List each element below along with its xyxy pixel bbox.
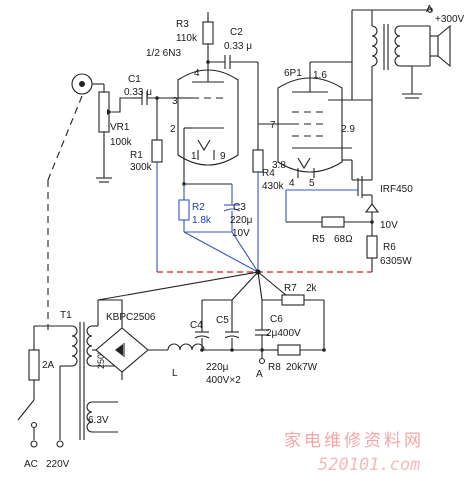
- v2-pin-screen: 1.6: [313, 70, 327, 81]
- r3-ref: R3: [176, 19, 189, 30]
- kbpc-bridge-rectifier: [92, 299, 168, 380]
- c6-ref: C6: [270, 314, 283, 325]
- c3-voltage: 10V: [232, 228, 250, 239]
- vr1-value: 100k: [110, 137, 133, 148]
- node-a-bottom: A: [256, 369, 263, 380]
- t1-primary-voltage: 250V: [96, 348, 106, 369]
- r8-value: 20k7W: [286, 362, 318, 373]
- v1-ref: 1/2 6N3: [146, 48, 181, 59]
- r2-value: 1.8k: [192, 215, 212, 226]
- zener-diode: [364, 203, 380, 236]
- v2-pin-cathode: 3.8: [272, 160, 286, 171]
- c4-c5-filter-caps: [194, 299, 240, 352]
- v1-pin-heater-a: 1: [191, 151, 197, 162]
- bridge-ref: KBPC2506: [106, 312, 156, 323]
- choke-ref: L: [172, 368, 178, 379]
- c3-value: 220μ: [230, 215, 253, 226]
- v1-pin-cathode: 2: [170, 124, 176, 135]
- choke-inductor: [167, 343, 260, 351]
- fuse-value: 2A: [42, 360, 55, 371]
- mains-ac-label: AC: [24, 459, 38, 470]
- r3-resistor: [202, 12, 214, 72]
- v2-pin-heater-b: 5: [309, 178, 315, 189]
- r4-ref: R4: [262, 168, 275, 179]
- r5-value: 68Ω: [334, 234, 353, 245]
- hv-supply-label: +300V: [435, 14, 465, 25]
- v2-pin-grid: 7: [270, 120, 276, 131]
- t1-secondary-voltage: 6.3V: [88, 415, 109, 426]
- r4-resistor: [252, 149, 264, 272]
- r6-ref: R6: [383, 242, 396, 253]
- c4-ref: C4: [190, 320, 203, 331]
- r8-ref: R8: [268, 362, 281, 373]
- c5-ref: C5: [216, 315, 229, 326]
- r8-resistor: [258, 344, 326, 365]
- watermark-url: 520101.com: [318, 455, 420, 475]
- v2-pentode-tube: [258, 77, 352, 178]
- v2-pin-heater-a: 4: [289, 178, 295, 189]
- t1-ref: T1: [60, 310, 72, 321]
- r7-ref: R7: [284, 283, 297, 294]
- power-switch: [17, 365, 72, 448]
- c2-capacitor: [208, 55, 259, 150]
- r6-resistor: [366, 235, 378, 272]
- c2-ref: C2: [230, 27, 243, 38]
- v2-ref: 6P1: [284, 68, 302, 79]
- r3-value: 110k: [176, 33, 198, 44]
- fuse: [28, 325, 72, 400]
- r4-value: 430k: [262, 181, 285, 192]
- c6-capacitor: [255, 300, 269, 352]
- r2-c3-cathode-network: [178, 182, 241, 233]
- q1-mosfet: [285, 100, 373, 222]
- c1-capacitor: [132, 91, 178, 140]
- r1-value: 300k: [130, 162, 153, 173]
- speaker-icon: [429, 24, 451, 68]
- v2-pin-plate: 2.9: [341, 124, 355, 135]
- r6-value: 6305W: [380, 256, 412, 267]
- mains-voltage-label: 220V: [46, 459, 70, 470]
- t1-power-transformer: [71, 300, 122, 440]
- c3-ref: C3: [233, 202, 246, 213]
- r2-ref: R2: [192, 202, 205, 213]
- r1-ref: R1: [130, 150, 143, 161]
- shield-line: [47, 95, 83, 181]
- output-transformer: [309, 7, 433, 101]
- c2-value: 0.33 μ: [224, 41, 252, 52]
- vr1-ref: VR1: [110, 122, 130, 133]
- zener-voltage: 10V: [380, 220, 398, 231]
- watermark-cn: 家电维修资料网: [284, 431, 424, 451]
- v1-pin-heater-b: 9: [220, 151, 226, 162]
- c6-value: 2μ400V: [266, 328, 301, 339]
- r1-resistor: [151, 139, 163, 178]
- v1-pin-plate: 4: [194, 68, 200, 79]
- r7-value: 2k: [306, 283, 318, 294]
- vr1-potentiometer: [96, 91, 132, 183]
- v1-pin-grid: 3: [172, 96, 178, 107]
- v1-triode-tube: [177, 69, 239, 184]
- ground-bus: [97, 178, 372, 301]
- c1-value: 0.33 μ: [124, 87, 152, 98]
- q1-ref: IRF450: [380, 184, 413, 195]
- c5-value: 220μ: [206, 362, 229, 373]
- r7-resistor: [262, 294, 325, 350]
- c5-voltage: 400V×2: [206, 375, 241, 386]
- r5-resistor: [286, 216, 374, 228]
- r5-ref: R5: [312, 234, 325, 245]
- input-jack: [71, 73, 105, 95]
- c1-ref: C1: [128, 74, 141, 85]
- node-a-top: A: [426, 4, 433, 15]
